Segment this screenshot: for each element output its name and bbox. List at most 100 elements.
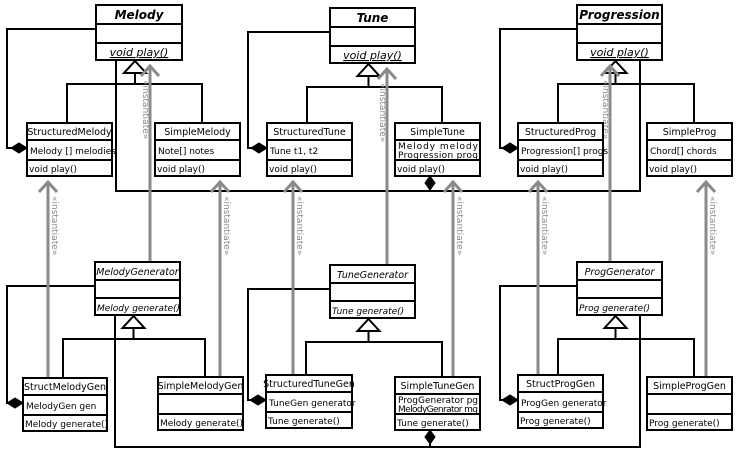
instantiate-label: «instantiate» bbox=[221, 196, 231, 255]
class-box bbox=[329, 264, 416, 319]
class-method: void play() bbox=[397, 165, 445, 175]
class-attribute: Melody [] melodies bbox=[30, 147, 116, 157]
class-box bbox=[22, 377, 108, 432]
class-method: void play() bbox=[649, 165, 697, 175]
inheritance-triangle-icon bbox=[120, 314, 147, 329]
generalization-melody_generator bbox=[62, 314, 206, 378]
open-arrowhead-icon bbox=[442, 179, 464, 194]
class-method: Tune generate() bbox=[267, 417, 340, 427]
class-name: SimpleProg bbox=[663, 127, 717, 138]
class-box bbox=[154, 122, 241, 177]
generalization-prog_generator bbox=[557, 314, 695, 377]
class-tune[interactable]: Tune void play() bbox=[329, 7, 416, 64]
class-method: Tune generate() bbox=[332, 307, 404, 317]
open-arrowhead-icon bbox=[37, 179, 59, 194]
composition-line bbox=[115, 60, 641, 192]
open-arrowhead-icon bbox=[282, 179, 304, 194]
class-method: Melody generate() bbox=[25, 420, 108, 430]
inheritance-triangle-icon bbox=[121, 59, 149, 74]
class-box bbox=[157, 376, 244, 431]
class-box bbox=[266, 122, 353, 177]
class-attribute: ProgGen generator bbox=[521, 399, 607, 409]
class-method: void play() bbox=[29, 165, 77, 175]
instantiate-dependency: «instantiate» bbox=[695, 179, 717, 377]
composition-diamond-icon bbox=[6, 397, 24, 409]
composition-structured_melody bbox=[6, 28, 96, 149]
generalization-tune bbox=[306, 62, 443, 123]
composition-diamond-icon bbox=[501, 142, 519, 154]
class-box bbox=[394, 376, 481, 431]
class-method: Prog generate() bbox=[520, 417, 591, 427]
class-method: Melody generate() bbox=[97, 304, 180, 314]
generalization-bar bbox=[557, 338, 695, 377]
instantiate-dependency: «instantiate» bbox=[139, 63, 161, 262]
class-attribute: Tune t1, t2 bbox=[269, 147, 318, 157]
class-name: StructuredMelody bbox=[27, 127, 112, 138]
generalization-bar bbox=[557, 83, 695, 123]
composition-diamond-icon bbox=[501, 394, 519, 406]
class-method: void play() bbox=[343, 49, 402, 62]
class-name: StructProgGen bbox=[526, 379, 595, 390]
composition-line bbox=[6, 28, 96, 149]
class-method: Prog generate() bbox=[649, 419, 720, 429]
class-name: TuneGenerator bbox=[337, 270, 409, 281]
class-box bbox=[576, 261, 663, 316]
composition-diamond-icon bbox=[10, 142, 28, 154]
class-box bbox=[329, 7, 416, 64]
class-name: StructuredProg bbox=[525, 127, 596, 138]
class-attribute: TuneGen generator bbox=[268, 399, 356, 409]
instantiate-label: «instantiate» bbox=[49, 196, 59, 255]
class-name: StructuredTuneGen bbox=[263, 379, 355, 390]
instantiate-label: «instantiate» bbox=[140, 80, 150, 139]
class-name: ProgGenerator bbox=[585, 267, 656, 278]
inheritance-triangle-icon bbox=[602, 314, 629, 329]
class-box bbox=[576, 4, 663, 61]
class-name: SimpleTuneGen bbox=[401, 381, 475, 392]
open-arrowhead-icon bbox=[599, 63, 621, 78]
generalization-bar bbox=[305, 341, 443, 377]
generalization-progression bbox=[557, 59, 695, 123]
instantiate-dependency: «instantiate» bbox=[37, 179, 59, 378]
class-method: Prog generate() bbox=[579, 304, 650, 314]
class-method: Tune generate() bbox=[396, 419, 469, 429]
class-attribute: Chord[] chords bbox=[650, 147, 717, 157]
class-name: SimpleMelody bbox=[164, 127, 231, 138]
class-method: Melody generate() bbox=[160, 419, 243, 429]
open-arrowhead-icon bbox=[376, 66, 398, 81]
composition-diamond-icon bbox=[424, 175, 436, 191]
class-attribute: Note[] notes bbox=[158, 147, 214, 157]
instantiate-label: «instantiate» bbox=[377, 83, 387, 142]
generalization-bar bbox=[66, 83, 203, 123]
instantiate-dependency: «instantiate» bbox=[209, 179, 231, 377]
class-box bbox=[517, 122, 604, 177]
open-arrowhead-icon bbox=[209, 179, 231, 194]
class-method: void play() bbox=[269, 165, 317, 175]
class-attribute: MelodyGenrator mg bbox=[398, 405, 478, 415]
class-name: Tune bbox=[357, 11, 389, 25]
composition-diamond-icon bbox=[250, 142, 268, 154]
class-name: SimpleTune bbox=[410, 127, 465, 138]
generalization-bar bbox=[306, 86, 443, 123]
instantiate-label: «instantiate» bbox=[454, 196, 464, 255]
instantiate-dependency: «instantiate» bbox=[282, 179, 304, 375]
instantiate-label: «instantiate» bbox=[600, 80, 610, 139]
class-box bbox=[517, 374, 604, 429]
